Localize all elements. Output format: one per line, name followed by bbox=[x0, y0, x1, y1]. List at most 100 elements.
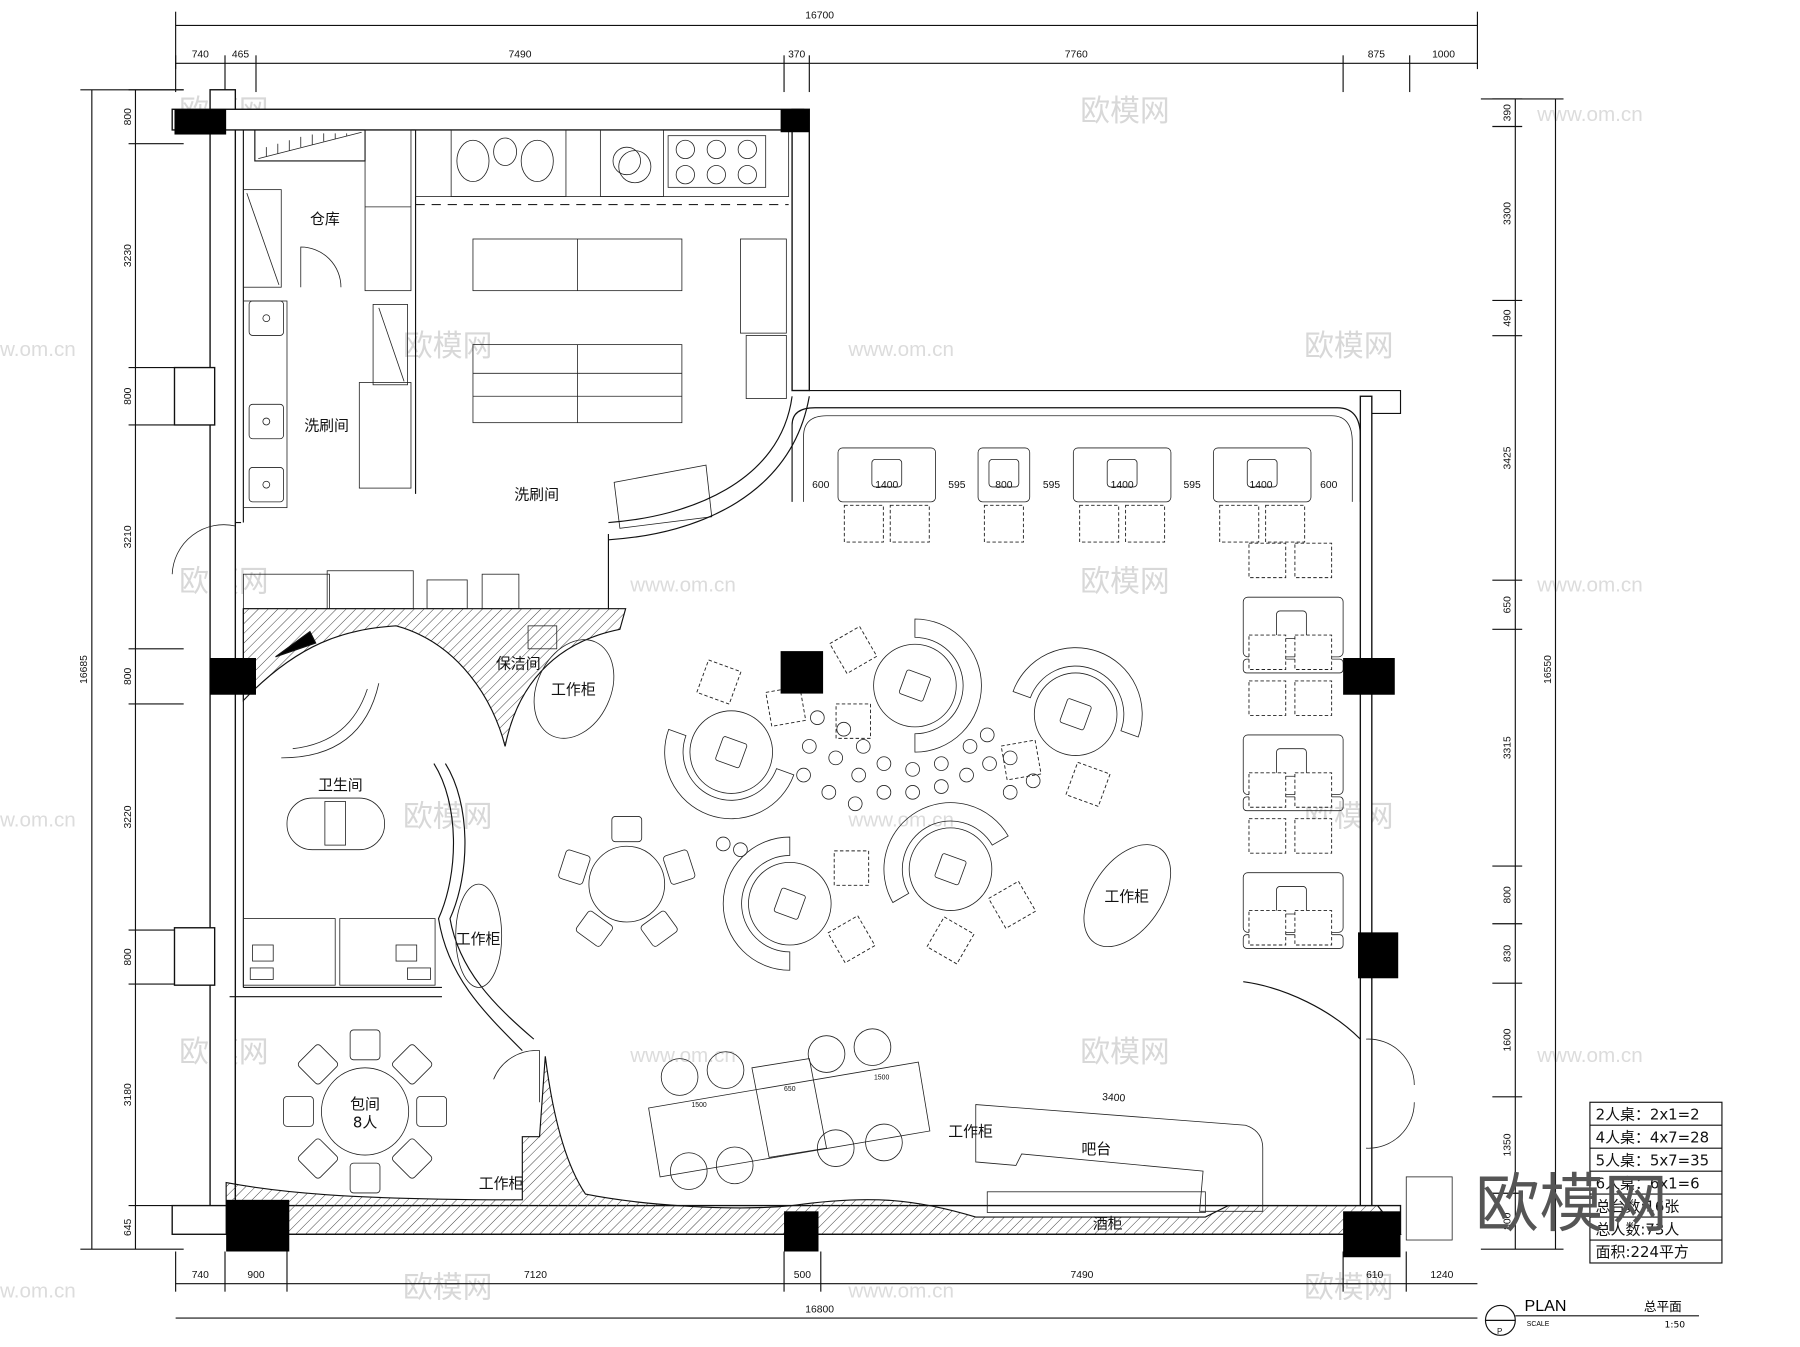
watermark-logo: 欧模网 bbox=[403, 800, 492, 835]
legend-row: 2人桌：2x1=2 bbox=[1596, 1105, 1700, 1123]
dim-right-segment: 390 bbox=[1503, 104, 1514, 121]
stool-icon bbox=[1248, 818, 1287, 854]
fan-booth bbox=[722, 836, 791, 971]
chair-icon bbox=[392, 1138, 433, 1179]
chair-icon bbox=[297, 1138, 339, 1179]
table-centerpiece bbox=[1059, 698, 1092, 731]
dim-right-segment: 490 bbox=[1503, 309, 1514, 326]
structural-columns bbox=[174, 109, 1401, 1258]
drain-icon bbox=[262, 417, 271, 426]
stool-icon bbox=[802, 739, 817, 754]
watermark-url: www.om.cn bbox=[847, 1279, 954, 1302]
chair-icon bbox=[1065, 761, 1111, 808]
booth-table bbox=[988, 459, 1020, 488]
label-scullery-left: 洗刷间 bbox=[304, 417, 349, 435]
dim-booth: 600 bbox=[812, 480, 829, 491]
dim-right-segment: 3425 bbox=[1503, 446, 1514, 469]
dim-right-segment: 3315 bbox=[1503, 736, 1514, 759]
dim-top-segment: 740 bbox=[192, 50, 209, 61]
chair-icon bbox=[1000, 739, 1042, 781]
dim-right-segment: 800 bbox=[1503, 1212, 1514, 1229]
watermark-url: www.om.cn bbox=[1536, 1044, 1643, 1067]
title-block: P PLAN SCALE 总平面 1:50 bbox=[1484, 1297, 1699, 1336]
chair-icon bbox=[392, 1044, 433, 1085]
legend-row: 总人数:73人 bbox=[1596, 1220, 1680, 1238]
stool-icon bbox=[715, 1146, 754, 1185]
dim-bottom-segment: 7490 bbox=[1070, 1270, 1093, 1281]
stool-icon bbox=[1025, 773, 1041, 789]
stool-icon bbox=[1248, 680, 1287, 716]
booth-seat bbox=[977, 447, 1031, 503]
stool-icon bbox=[934, 779, 949, 794]
dimension-lines bbox=[80, 11, 1564, 1319]
plan-label: PLAN bbox=[1524, 1297, 1566, 1315]
stool-icon bbox=[1294, 634, 1333, 670]
watermark-url: www.om.cn bbox=[1536, 103, 1643, 126]
drain-icon bbox=[262, 480, 271, 489]
watermark-url: www.om.cn bbox=[847, 338, 954, 361]
stool-icon bbox=[816, 1129, 855, 1167]
round-table bbox=[908, 827, 993, 911]
watermark-url: www.om.cn bbox=[1536, 573, 1643, 596]
stool-icon bbox=[962, 739, 978, 754]
stool-icon bbox=[1294, 542, 1333, 579]
stool-icon bbox=[1002, 785, 1018, 800]
chair-icon bbox=[416, 1096, 447, 1127]
dim-bottom-segment: 7120 bbox=[524, 1270, 547, 1281]
booth-back bbox=[1242, 934, 1344, 949]
table-centerpiece bbox=[934, 853, 967, 886]
dim-left-segment: 3230 bbox=[123, 244, 134, 267]
chair-icon bbox=[987, 880, 1037, 929]
dim-booth: 595 bbox=[1184, 480, 1201, 491]
dim-bottom-segment: 740 bbox=[192, 1270, 209, 1281]
dim-top-segment: 465 bbox=[232, 50, 249, 61]
dim-bottom-segment: 1240 bbox=[1430, 1270, 1453, 1281]
watermark-url: www.om.cn bbox=[847, 809, 954, 832]
stool-icon bbox=[865, 1123, 903, 1162]
stool-icon bbox=[1265, 504, 1306, 543]
stool-icon bbox=[1248, 542, 1287, 579]
service-area bbox=[242, 570, 627, 1052]
dim-booth: 800 bbox=[995, 480, 1012, 491]
chair-icon bbox=[827, 915, 876, 964]
fan-booth bbox=[883, 802, 1009, 904]
dim-bottom-segment: 900 bbox=[247, 1270, 264, 1281]
watermark-url: www.om.cn bbox=[0, 1279, 76, 1302]
booth-seat bbox=[837, 447, 936, 503]
chair-icon bbox=[829, 625, 878, 675]
dim-top-segment: 7760 bbox=[1065, 50, 1088, 61]
table-centerpiece bbox=[898, 669, 931, 702]
label-scullery-main: 洗刷间 bbox=[514, 486, 559, 504]
chair-icon bbox=[663, 849, 696, 885]
dim-right-segment: 1600 bbox=[1503, 1028, 1514, 1051]
watermark-logo: 欧模网 bbox=[1304, 1270, 1393, 1305]
dim-top-segment: 875 bbox=[1368, 50, 1385, 61]
watermark-logo: 欧模网 bbox=[1080, 94, 1169, 129]
watermark-logo-large: 欧模网 bbox=[1475, 1167, 1668, 1242]
dim-long-table: 1500 bbox=[874, 1074, 889, 1081]
stool-icon bbox=[715, 836, 731, 852]
watermark-url: www.om.cn bbox=[0, 809, 76, 832]
dim-bottom-segment: 610 bbox=[1366, 1270, 1383, 1281]
dim-right-segment: 3300 bbox=[1503, 202, 1514, 225]
label-cabinet-2: 工作柜 bbox=[456, 930, 501, 948]
stool-icon bbox=[876, 785, 892, 800]
label-cabinet-1: 工作柜 bbox=[551, 681, 596, 699]
round-table bbox=[689, 710, 773, 794]
burner-icon bbox=[675, 165, 695, 185]
stool-icon bbox=[1002, 750, 1018, 766]
sink-icon bbox=[248, 300, 284, 336]
dim-left-total: 16685 bbox=[79, 655, 90, 684]
stool-icon bbox=[1219, 504, 1260, 543]
stool-icon bbox=[670, 1152, 708, 1190]
dim-left-segment: 645 bbox=[123, 1219, 134, 1236]
stool-icon bbox=[851, 767, 866, 783]
chair-icon bbox=[833, 850, 870, 886]
dim-left-segment: 800 bbox=[123, 387, 134, 404]
booth-table bbox=[871, 459, 903, 488]
stool-icon bbox=[706, 1051, 745, 1089]
burner-icon bbox=[737, 139, 757, 160]
stool-icon bbox=[733, 842, 748, 858]
stool-icon bbox=[889, 504, 930, 543]
stool-icon bbox=[828, 750, 844, 766]
